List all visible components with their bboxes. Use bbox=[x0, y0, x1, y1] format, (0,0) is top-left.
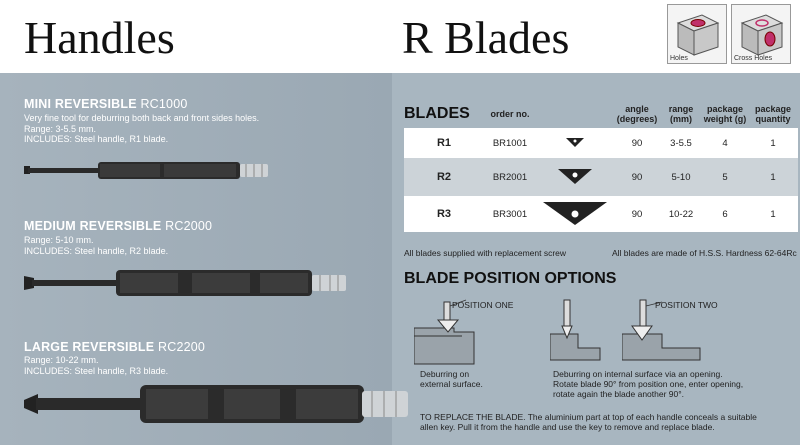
blade-image-header bbox=[536, 100, 614, 128]
holes-thumbnail: Holes bbox=[667, 4, 727, 64]
r3-blade-image bbox=[536, 196, 614, 232]
external-surface-caption: Deburring on external surface. bbox=[420, 369, 483, 389]
range-header: range(mm) bbox=[668, 104, 694, 124]
r1-blade-image bbox=[536, 128, 614, 158]
order-no-header: order no. bbox=[490, 109, 530, 119]
mini-reversible-tool-image bbox=[24, 162, 268, 179]
large-reversible-desc: Range: 10-22 mm. INCLUDES: Steel handle,… bbox=[24, 355, 169, 376]
holes-caption: Holes bbox=[670, 55, 688, 62]
table-row: R1 BR1001 90 3-5.5 4 1 bbox=[404, 128, 798, 158]
cross-holes-icon bbox=[740, 14, 784, 56]
main-area bbox=[0, 73, 800, 445]
blades-table: BLADES order no. angle(degrees) range(mm… bbox=[404, 100, 798, 232]
table-row: R3 BR3001 90 10-22 6 1 bbox=[404, 196, 798, 232]
medium-reversible-desc: Range: 5-10 mm. INCLUDES: Steel handle, … bbox=[24, 235, 169, 256]
medium-reversible-title: MEDIUM REVERSIBLE RC2000 bbox=[24, 219, 213, 233]
position-one-diagram bbox=[414, 299, 475, 365]
page-header: Handles R Blades Holes Cross Holes bbox=[0, 0, 800, 73]
mini-reversible-desc: Very fine tool for deburring both back a… bbox=[24, 113, 260, 144]
cross-holes-thumbnail: Cross Holes bbox=[731, 4, 791, 64]
position-two-diagram bbox=[622, 299, 701, 361]
angle-header: angle(degrees) bbox=[616, 104, 658, 124]
internal-surface-caption: Deburring on internal surface via an ope… bbox=[553, 369, 744, 399]
r-blades-title: R Blades bbox=[402, 12, 570, 63]
large-reversible-title: LARGE REVERSIBLE RC2200 bbox=[24, 340, 206, 354]
hss-note: All blades are made of H.S.S. Hardness 6… bbox=[612, 248, 797, 258]
blades-panel bbox=[392, 73, 800, 445]
large-reversible-tool-image bbox=[24, 385, 408, 423]
blades-heading: BLADES bbox=[404, 105, 470, 122]
replace-blade-instructions: TO REPLACE THE BLADE. The aluminium part… bbox=[420, 412, 757, 432]
position-two-label: POSITION TWO bbox=[655, 300, 718, 310]
table-row: R2 BR2001 90 5-10 5 1 bbox=[404, 158, 798, 196]
mini-reversible-title: MINI REVERSIBLE RC1000 bbox=[24, 97, 188, 111]
medium-reversible-tool-image bbox=[24, 270, 346, 296]
handles-panel bbox=[0, 73, 392, 445]
holes-icon bbox=[676, 14, 720, 56]
position-one-label: POSITION ONE bbox=[452, 300, 514, 310]
r2-blade-image bbox=[536, 158, 614, 196]
cross-holes-caption: Cross Holes bbox=[734, 55, 773, 62]
blade-position-title: BLADE POSITION OPTIONS bbox=[404, 270, 617, 287]
replacement-screw-note: All blades supplied with replacement scr… bbox=[404, 248, 567, 258]
opening-diagram bbox=[550, 299, 601, 361]
handles-title: Handles bbox=[24, 12, 175, 63]
